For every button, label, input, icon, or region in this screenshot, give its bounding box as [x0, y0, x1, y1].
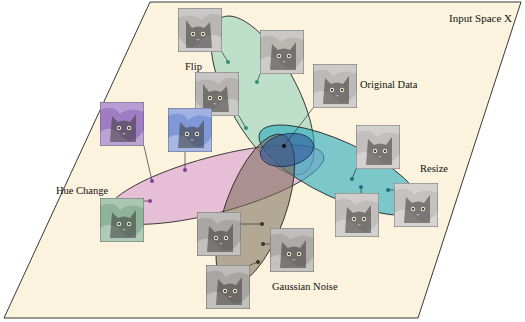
augmentation-ellipse: Gaussian Noise	[216, 134, 295, 286]
augmentation-ellipse: Flip	[211, 16, 314, 175]
ellipse-outline	[107, 145, 324, 224]
augmentation-ellipse: Resize	[259, 125, 420, 215]
label-holder: Flip	[185, 56, 202, 74]
ellipse-outline	[211, 16, 314, 175]
augmentation-label: Hue Change	[56, 185, 108, 196]
annotation-label: Original Data	[360, 79, 417, 90]
ellipse-shape	[199, 125, 310, 296]
label-holder: Gaussian Noise	[272, 276, 338, 294]
label-holder: Hue Change	[56, 180, 108, 198]
label-holder: Input Space X	[449, 8, 512, 26]
region-title: Input Space X	[449, 12, 512, 24]
label-holder: Original Data	[360, 74, 417, 92]
ellipse-outline	[216, 134, 295, 286]
augmentation-ellipse: Hue Change	[107, 145, 324, 224]
augmentation-label: Flip	[185, 61, 202, 72]
augmentation-label: Gaussian Noise	[272, 281, 338, 292]
augmentation-label: Resize	[420, 163, 448, 174]
ellipse-outline	[259, 125, 420, 215]
label-holder: Resize	[420, 158, 448, 176]
